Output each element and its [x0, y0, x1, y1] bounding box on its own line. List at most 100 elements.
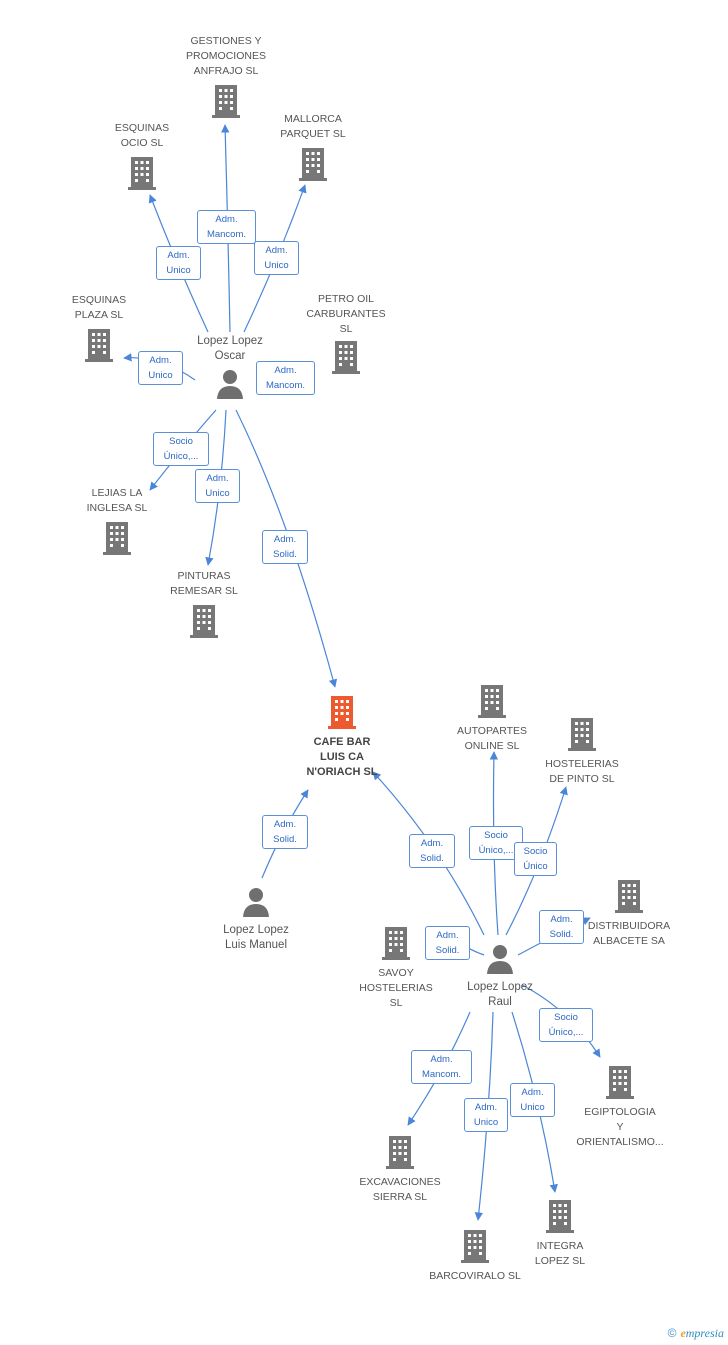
- company-node[interactable]: INTEGRA LOPEZ SL: [520, 1198, 600, 1269]
- company-node[interactable]: GESTIONES Y PROMOCIONES ANFRAJO SL: [170, 34, 282, 124]
- relation-label: Socio: [169, 436, 193, 447]
- building-icon: [461, 1230, 489, 1263]
- relation-label: Adm.: [274, 365, 297, 376]
- building-icon: [299, 148, 327, 181]
- relation-label: Socio: [484, 830, 508, 841]
- relation-badge[interactable]: Adm. Unico: [195, 469, 240, 503]
- relation-label: Unico: [148, 370, 173, 381]
- building-icon: [568, 718, 596, 751]
- company-node[interactable]: MALLORCA PARQUET SL: [268, 112, 358, 187]
- relation-badge[interactable]: Adm.Unico: [510, 1083, 555, 1117]
- company-name: EXCAVACIONES: [359, 1176, 441, 1188]
- relation-badge[interactable]: Adm.Mancom.: [256, 361, 315, 395]
- company-name: INTEGRA: [536, 1240, 584, 1252]
- brand-name: mpresia: [685, 1326, 724, 1340]
- building-icon: [382, 927, 410, 960]
- relation-badge[interactable]: Adm.Solid.: [409, 834, 455, 868]
- relation-label: Solid.: [273, 549, 297, 560]
- relation-label: Adm.: [430, 1054, 453, 1065]
- company-name: LUIS CA: [320, 751, 364, 763]
- relation-badge[interactable]: Adm. Solid.: [539, 910, 584, 944]
- copyright-icon: ©: [667, 1326, 677, 1340]
- building-icon: [332, 341, 360, 374]
- company-node[interactable]: PINTURAS REMESAR SL: [160, 569, 248, 644]
- company-node[interactable]: DISTRIBUIDORA ALBACETE SA: [584, 878, 674, 949]
- company-name: REMESAR SL: [170, 585, 238, 597]
- person-icon: [217, 370, 243, 399]
- relation-badge[interactable]: Adm.Solid.: [262, 530, 308, 564]
- company-name: HOSTELERIAS: [545, 758, 619, 770]
- company-node[interactable]: HOSTELERIAS DE PINTO SL: [536, 716, 628, 787]
- company-node[interactable]: SAVOY HOSTELERIAS SL: [352, 925, 440, 1011]
- relation-label: Mancom.: [421, 1069, 462, 1080]
- relation-label: Unico: [473, 1117, 499, 1128]
- company-name: MALLORCA: [284, 113, 342, 125]
- company-name: LOPEZ SL: [534, 1255, 586, 1267]
- relation-badge[interactable]: Adm.Unico: [254, 241, 299, 275]
- relation-label: Adm.: [436, 930, 459, 941]
- person-name: Oscar: [214, 350, 246, 362]
- relation-label: Único: [523, 861, 548, 872]
- company-node[interactable]: EGIPTOLOGIA Y ORIENTALISMO...: [568, 1064, 672, 1150]
- building-icon: [478, 685, 506, 718]
- company-name: ALBACETE SA: [593, 935, 665, 947]
- relation-badge[interactable]: Adm. Mancom.: [411, 1050, 472, 1084]
- company-name: SL: [339, 323, 353, 335]
- relation-label: Único,...: [163, 451, 199, 462]
- relation-badge[interactable]: Adm.Unico: [464, 1098, 508, 1132]
- relation-label: Adm.: [273, 819, 297, 830]
- relation-label: Solid.: [273, 834, 297, 845]
- relation-label: Unico: [166, 265, 191, 276]
- company-name: PARQUET SL: [280, 128, 346, 140]
- brand-initial: e: [680, 1326, 686, 1340]
- person-node[interactable]: Lopez Lopez Raul: [454, 943, 546, 1010]
- person-icon: [487, 945, 513, 974]
- relation-label: Único,...: [548, 1027, 584, 1038]
- relation-badge[interactable]: Adm. Unico: [138, 351, 183, 385]
- company-name: ANFRAJO SL: [193, 65, 259, 77]
- building-icon: [546, 1200, 574, 1233]
- company-name: CAFE BAR: [313, 736, 371, 748]
- company-name: PINTURAS: [177, 570, 231, 582]
- company-node[interactable]: ESQUINAS OCIO SL: [100, 121, 184, 196]
- company-name: ORIENTALISMO...: [576, 1136, 664, 1148]
- relation-label: Socio: [523, 846, 548, 857]
- building-icon: [103, 522, 131, 555]
- company-name: N'ORIACH SL: [306, 766, 378, 778]
- company-name: BARCOVIRALO SL: [429, 1270, 521, 1282]
- relation-badge[interactable]: Adm.Unico: [156, 246, 201, 280]
- company-node[interactable]: ESQUINAS PLAZA SL: [56, 293, 142, 368]
- brand-footer[interactable]: ©empresia: [668, 1326, 724, 1341]
- company-name: DISTRIBUIDORA: [587, 920, 671, 932]
- person-node[interactable]: Lopez Lopez Oscar: [186, 334, 274, 405]
- main-company-node[interactable]: CAFE BAR LUIS CA N'ORIACH SL: [296, 694, 388, 780]
- building-icon: [328, 696, 356, 729]
- building-icon: [85, 329, 113, 362]
- company-node[interactable]: BARCOVIRALO SL: [420, 1228, 530, 1284]
- relation-label: Solid.: [420, 853, 444, 864]
- relation-label: Unico: [205, 488, 230, 499]
- company-name: INGLESA SL: [86, 502, 148, 514]
- relation-label: Adm.: [206, 473, 229, 484]
- relation-label: Adm.: [550, 914, 573, 925]
- relation-badge[interactable]: Adm. Solid.: [262, 815, 308, 849]
- person-node[interactable]: Lopez Lopez Luis Manuel: [210, 886, 302, 953]
- company-node[interactable]: EXCAVACIONES SIERRA SL: [352, 1134, 448, 1205]
- relation-label: Solid.: [549, 929, 574, 940]
- person-name: Raul: [488, 996, 512, 1008]
- relation-label: Adm.: [215, 214, 238, 225]
- relation-badge[interactable]: Adm.Solid.: [425, 926, 470, 960]
- company-node[interactable]: LEJIAS LA INGLESA SL: [72, 486, 162, 561]
- company-name: OCIO SL: [120, 137, 164, 149]
- person-name: Lopez Lopez: [197, 335, 263, 347]
- company-node[interactable]: AUTOPARTES ONLINE SL: [446, 683, 538, 754]
- relation-badge[interactable]: Adm.Mancom.: [197, 210, 256, 244]
- company-node[interactable]: PETRO OIL CARBURANTES SL: [300, 292, 392, 380]
- company-name: HOSTELERIAS: [359, 982, 433, 994]
- person-name: Luis Manuel: [224, 939, 287, 951]
- company-name: AUTOPARTES: [456, 725, 528, 737]
- relation-label: Adm.: [149, 355, 172, 366]
